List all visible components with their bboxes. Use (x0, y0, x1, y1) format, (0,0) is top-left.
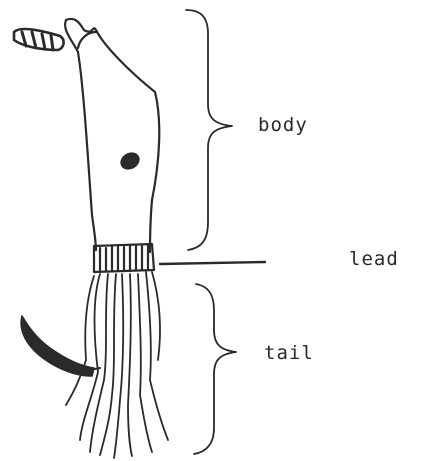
collar-band (94, 244, 154, 272)
lead-line (160, 262, 265, 264)
eye (119, 150, 142, 171)
hook (21, 316, 100, 376)
body-brace (186, 10, 232, 250)
label-body: body (258, 114, 308, 136)
squid-body (65, 19, 159, 252)
label-tail: tail (264, 342, 314, 364)
tail-brace (194, 284, 236, 454)
hook-eye (14, 29, 64, 50)
label-lead: lead (349, 248, 399, 270)
